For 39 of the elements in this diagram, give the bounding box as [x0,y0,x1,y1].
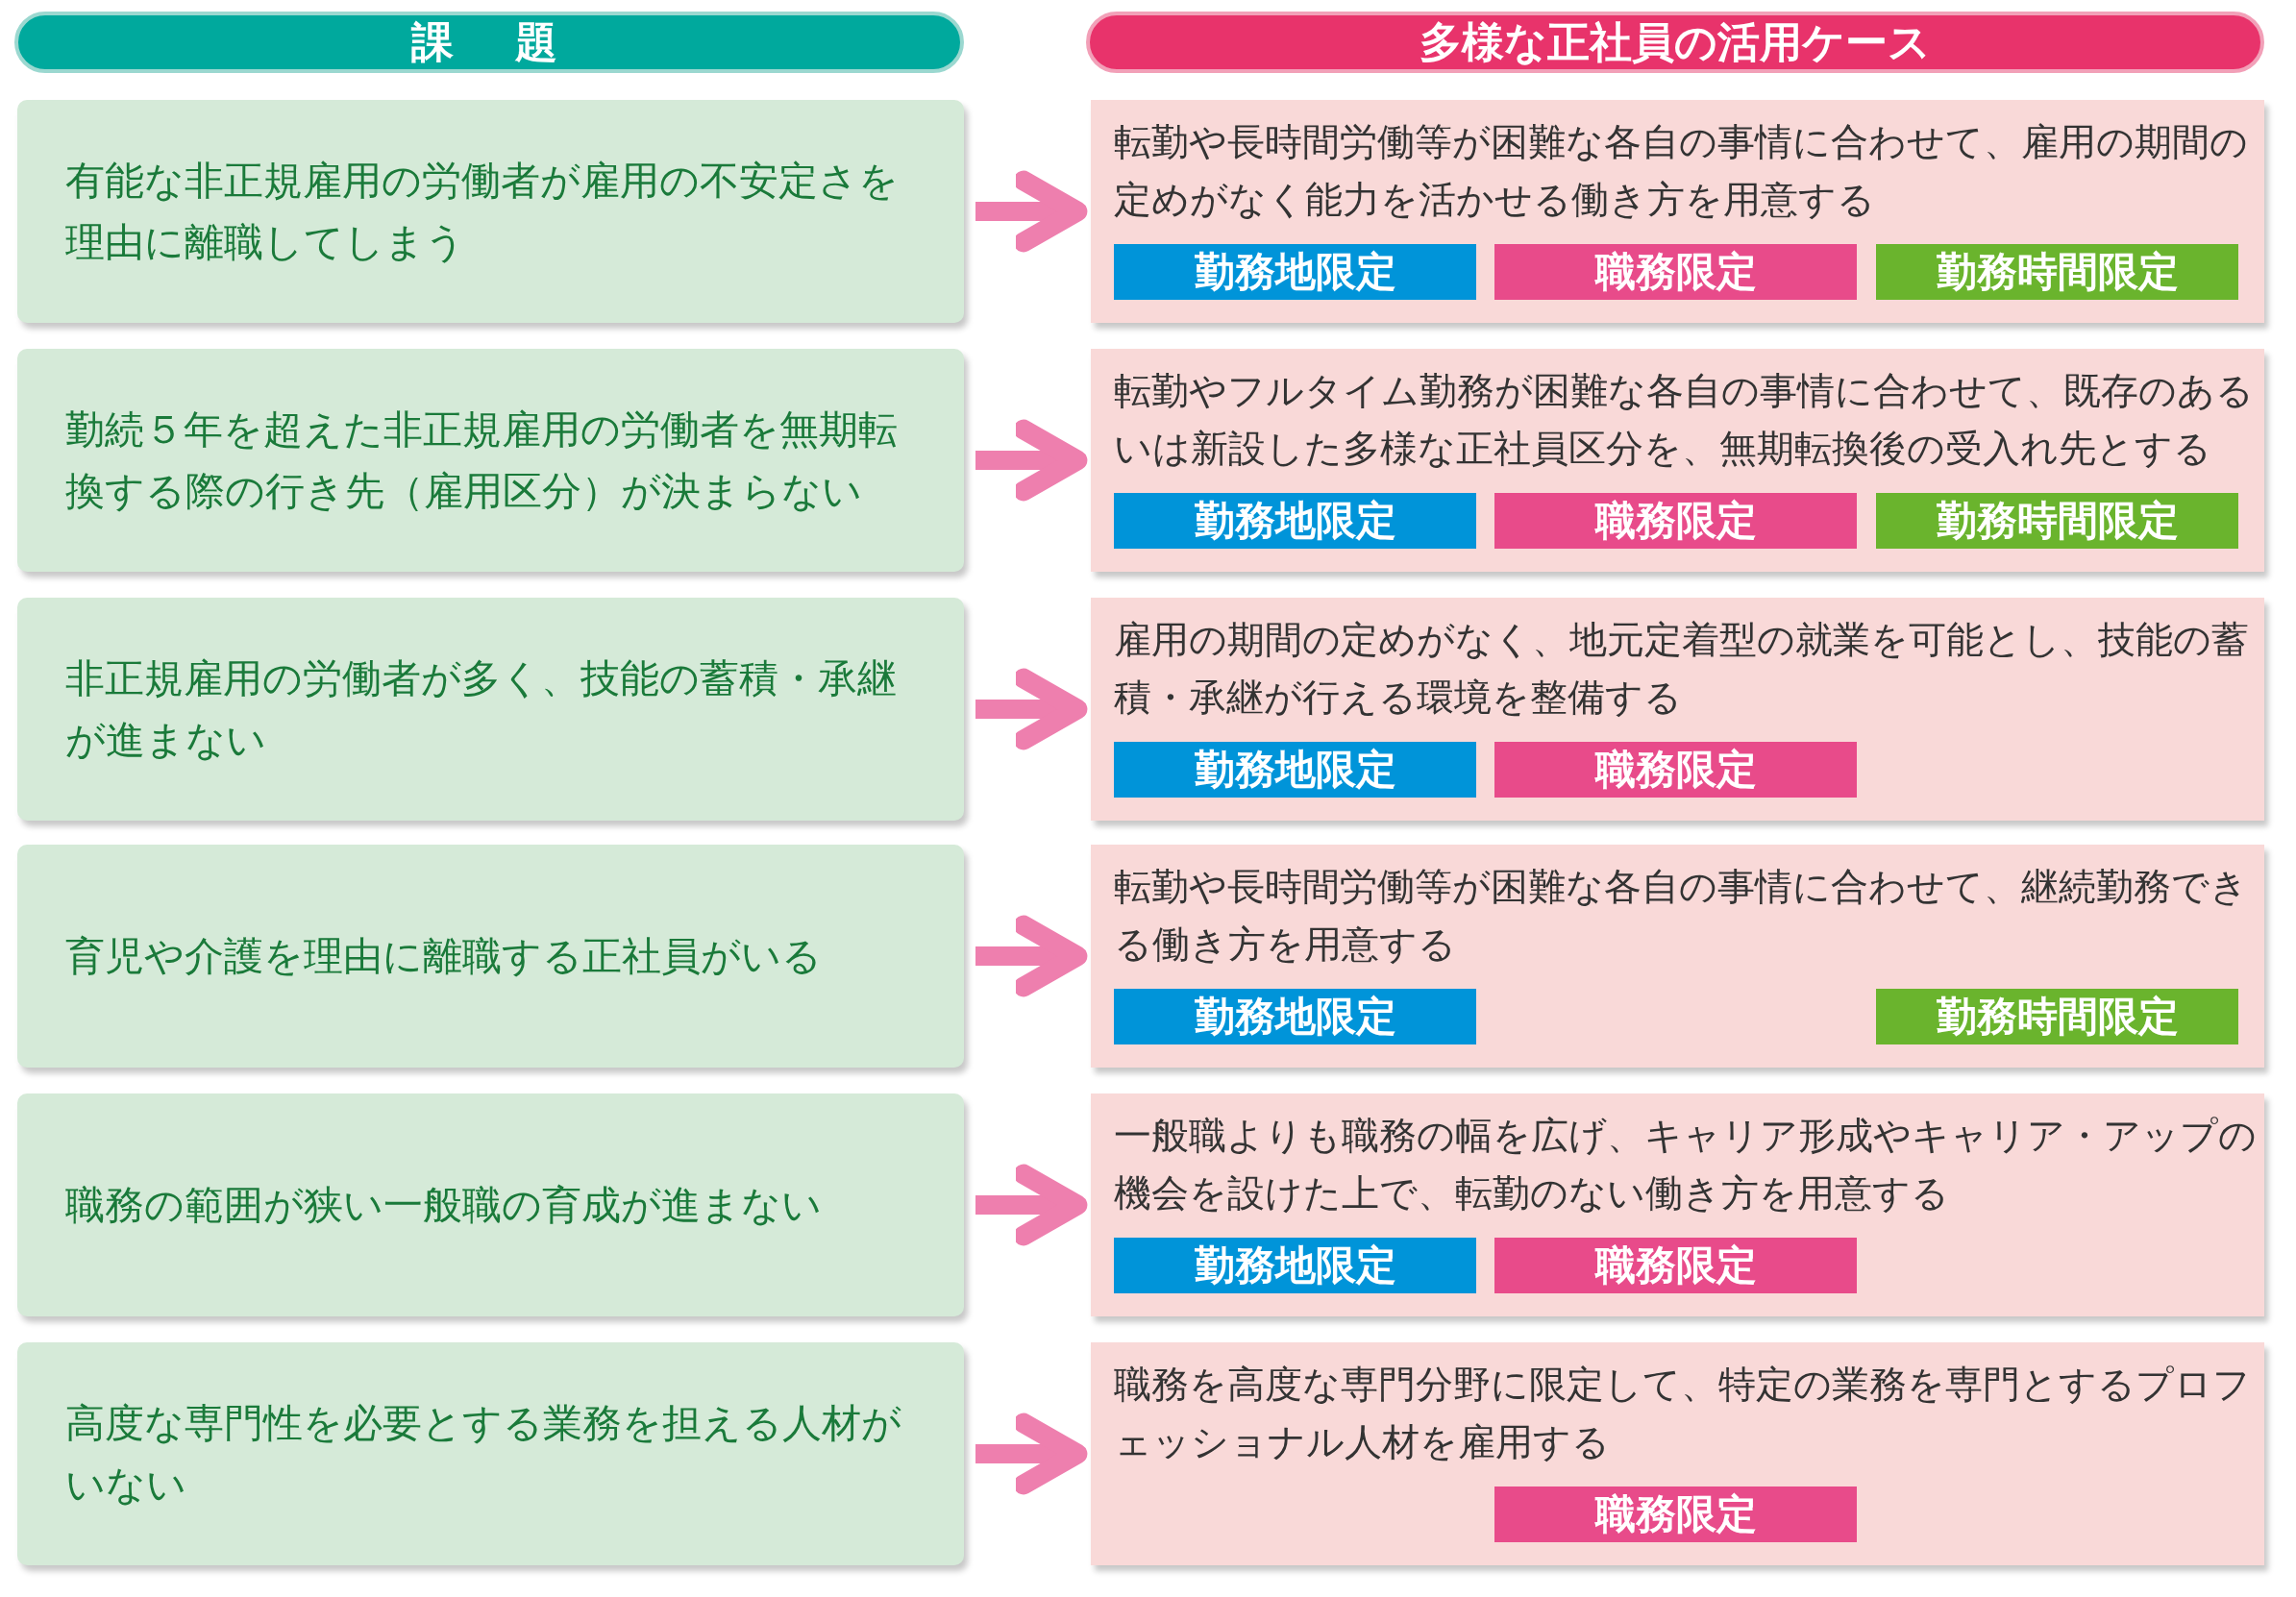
case-box [1091,1342,2264,1565]
issue-box: 非正規雇用の労働者が多く、技能の蓄積・承継が進まない [17,598,964,821]
case-box [1091,845,2264,1068]
case-description: 雇用の期間の定めがなく、地元定着型の就業を可能とし、技能の蓄積・承継が行える環境を整備する [1114,617,2250,721]
header-band: 課 題 [14,12,964,73]
case-box [1091,598,2264,821]
category-tag: 職務限定 [1494,1238,1857,1293]
arrow [975,668,1088,750]
case-description: 転勤や長時間労働等が困難な各自の事情に合わせて、継続勤務できる働き方を用意する [1114,864,2249,968]
case-description: 転勤やフルタイム勤務が困難な各自の事情に合わせて、既存のあるいは新設した多様な正社員区分を、無期転換後の受入れ先とする [1114,368,2255,472]
category-tag: 勤務地限定 [1114,742,1476,798]
case-description: 転勤や長時間労働等が困難な各自の事情に合わせて、雇用の期間の定めがなく能力を活かせる働き方を用意する [1114,119,2249,223]
arrow [975,1164,1088,1246]
category-tag: 勤務時間限定 [1876,244,2238,300]
case-description: 職務を高度な専門分野に限定して、特定の業務を専門とするプロフェッショナル人材を雇用する [1114,1362,2252,1465]
category-tag: 勤務地限定 [1114,1238,1476,1293]
category-tag: 勤務地限定 [1114,493,1476,549]
case-box [1091,349,2264,572]
arrow [975,915,1088,997]
issue-box: 職務の範囲が狭い一般職の育成が進まない [17,1093,964,1316]
issue-box: 勤続５年を超えた非正規雇用の労働者を無期転換する際の行き先（雇用区分）が決まらない [17,349,964,572]
issue-box: 育児や介護を理由に離職する正社員がいる [17,845,964,1068]
header-band: 多様な正社員の活用ケース [1086,12,2264,73]
category-tag: 職務限定 [1494,493,1857,549]
issue-box: 有能な非正規雇用の労働者が雇用の不安定さを理由に離職してしまう [17,100,964,323]
category-tag: 職務限定 [1494,1486,1857,1542]
issue-box: 高度な専門性を必要とする業務を担える人材がいない [17,1342,964,1565]
category-tag: 職務限定 [1494,244,1857,300]
category-tag: 職務限定 [1494,742,1857,798]
case-description: 一般職よりも職務の幅を広げ、キャリア形成やキャリア・アップの機会を設けた上で、転勤のない働き方を用意する [1114,1113,2258,1216]
arrow [975,419,1088,502]
category-tag: 勤務地限定 [1114,244,1476,300]
category-tag: 勤務地限定 [1114,989,1476,1044]
category-tag: 勤務時間限定 [1876,493,2238,549]
category-tag: 勤務時間限定 [1876,989,2238,1044]
arrow [975,1413,1088,1495]
case-box [1091,1093,2264,1316]
case-box [1091,100,2264,323]
arrow [975,170,1088,253]
